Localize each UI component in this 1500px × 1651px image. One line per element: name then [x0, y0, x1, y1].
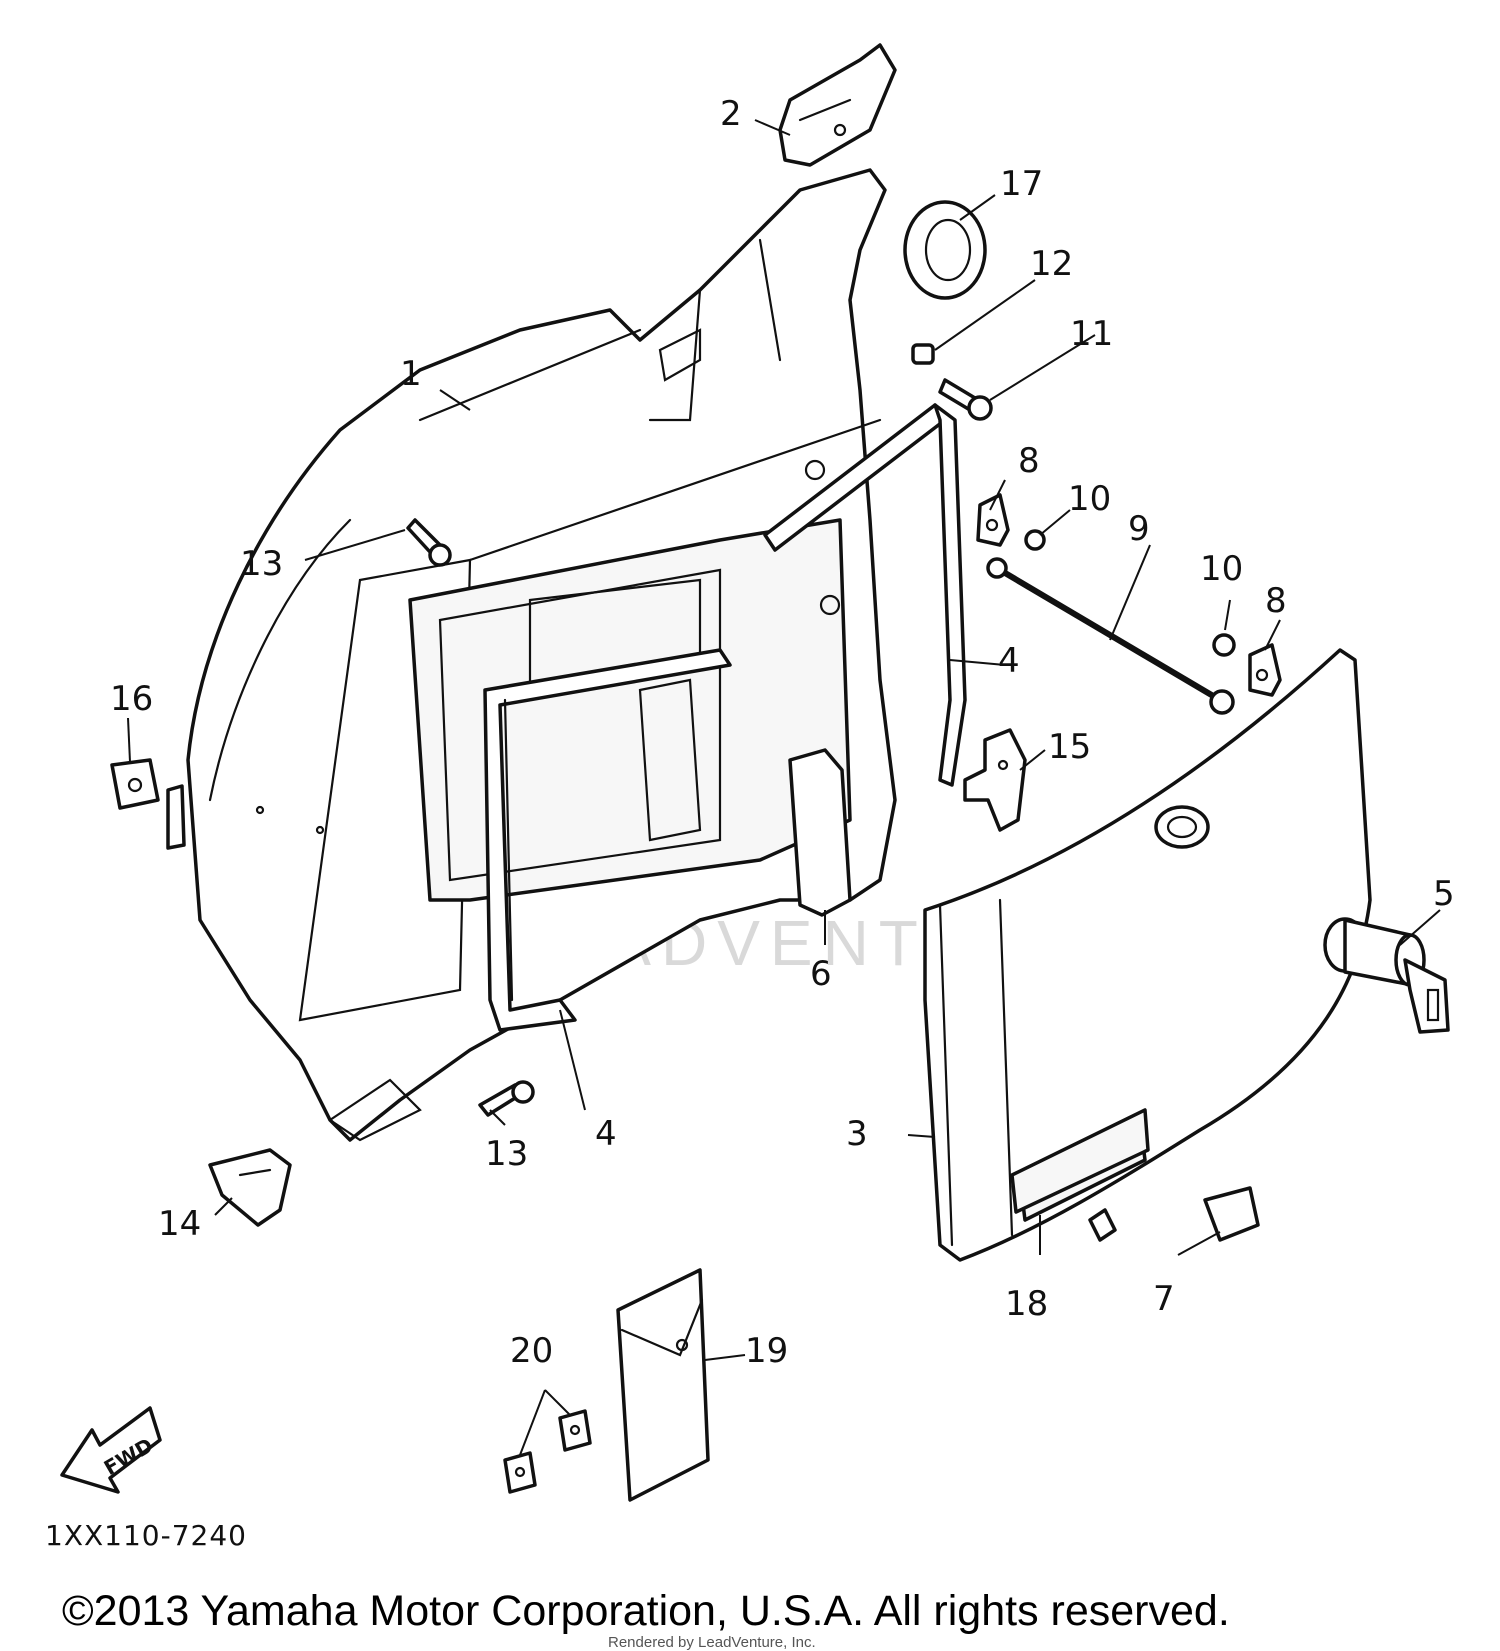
leader-lines [127, 119, 1441, 1456]
part-6-pad [788, 748, 852, 917]
part-code: 1XX110-7240 [45, 1519, 247, 1552]
callout-19: 19 [745, 1331, 788, 1371]
callout-13b: 13 [485, 1134, 528, 1174]
callout-14: 14 [158, 1204, 201, 1244]
part-18-label [1010, 1108, 1150, 1214]
part-9-stay-rod [986, 557, 1235, 715]
part-17-grommet [903, 200, 987, 300]
part-10-screw-a [1024, 529, 1046, 551]
part-13-bolt-a [406, 518, 452, 567]
callout-18: 18 [1005, 1284, 1048, 1324]
callout-8b: 8 [1265, 581, 1287, 621]
callout-4a: 4 [998, 641, 1020, 681]
part-10-screw-b [1212, 633, 1236, 657]
callout-2: 2 [720, 94, 742, 134]
callout-5: 5 [1433, 874, 1455, 914]
copyright-notice: ©2013 Yamaha Motor Corporation, U.S.A. A… [62, 1587, 1230, 1635]
part-19-pouch [616, 1268, 710, 1502]
callout-8a: 8 [1018, 441, 1040, 481]
callout-7: 7 [1153, 1279, 1175, 1319]
callout-12: 12 [1030, 244, 1073, 284]
part-4-seal-upper [763, 403, 967, 787]
callout-numbers: 1 2 3 4 4 5 6 7 8 8 9 10 10 11 12 13 13 … [110, 94, 1455, 1371]
part-5-lock [1323, 917, 1450, 1034]
part-15-hinge [963, 728, 1027, 832]
part-13-bolt-b [478, 1080, 535, 1117]
callout-11: 11 [1070, 314, 1113, 354]
part-8-bracket-b [1248, 643, 1282, 697]
part-4-seal-lower [483, 648, 732, 1032]
callout-17: 17 [1000, 164, 1043, 204]
callout-3: 3 [846, 1114, 868, 1154]
callout-9: 9 [1128, 509, 1150, 549]
part-11-bolt [938, 378, 993, 421]
part-12-nut [911, 343, 935, 365]
callout-10b: 10 [1200, 549, 1243, 589]
part-7-cap [1203, 1186, 1260, 1242]
callout-1: 1 [400, 354, 422, 394]
render-credit: Rendered by LeadVenture, Inc. [608, 1634, 816, 1651]
part-1-front-cowling [186, 168, 897, 1142]
part-14-clip [208, 1148, 292, 1227]
part-16-clip [110, 758, 186, 850]
callout-16: 16 [110, 679, 153, 719]
part-20-clip-b [558, 1409, 592, 1452]
callout-15: 15 [1048, 727, 1091, 767]
part-20-clip-a [503, 1451, 537, 1494]
callout-4b: 4 [595, 1114, 617, 1154]
callout-10a: 10 [1068, 479, 1111, 519]
callout-13a: 13 [240, 544, 283, 584]
callout-6: 6 [810, 954, 832, 994]
part-2-upper-cover [778, 43, 897, 167]
callout-20: 20 [510, 1331, 553, 1371]
forward-direction-arrow: FWD [60, 1406, 162, 1494]
